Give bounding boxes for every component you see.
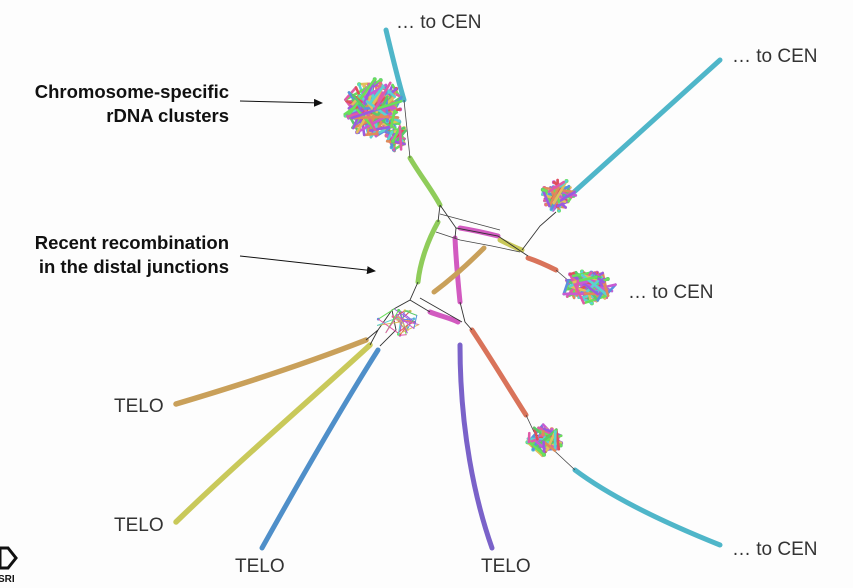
cluster-strand (377, 321, 402, 326)
sri-logo-mark (0, 546, 18, 570)
cluster-strand (362, 132, 379, 137)
label-cen-top-right: … to CEN (732, 46, 818, 67)
cluster-strand (557, 190, 577, 203)
cluster-strand (562, 279, 570, 296)
tail-telo-4 (457, 342, 495, 551)
graph-core-edges (365, 99, 576, 471)
label-cen-top: … to CEN (396, 12, 482, 33)
edge-salmon-right (525, 255, 559, 273)
cluster-strand (397, 324, 420, 335)
edge-green-left (415, 219, 441, 285)
sri-logo: SRI (0, 546, 18, 585)
cluster-right-upper (540, 178, 578, 213)
cluster-strand (556, 199, 570, 208)
cluster-strand (545, 430, 557, 452)
annotation-clusters-line2: rDNA clusters (106, 105, 229, 126)
cluster-strand (399, 310, 416, 323)
cluster-strand (555, 428, 561, 451)
cluster-junction (376, 308, 420, 337)
label-telo-4: TELO (481, 556, 531, 577)
cluster-strand (602, 280, 610, 298)
cluster-strand (398, 125, 403, 151)
edge-thin-net-2 (403, 99, 576, 471)
cluster-strand (548, 186, 560, 208)
cluster-strand (399, 322, 408, 334)
cluster-strand (351, 77, 377, 130)
label-cen-bottom-right: … to CEN (732, 539, 818, 560)
tail-telo-1 (173, 337, 369, 407)
sri-logo-text: SRI (0, 574, 15, 585)
graph-tails (173, 27, 723, 551)
tail-cen-bottom-right (572, 467, 723, 548)
edge-tan-short (431, 245, 487, 295)
cluster-strand (404, 310, 418, 316)
cluster-strand (575, 277, 598, 286)
cluster-strand (406, 322, 412, 331)
cluster-strand (397, 322, 401, 335)
cluster-strand (373, 99, 403, 111)
edge-magenta-lower (427, 309, 461, 325)
tail-telo-3 (259, 347, 381, 551)
cluster-strand (413, 314, 418, 329)
cluster-strand (397, 315, 415, 329)
label-cen-mid-right: … to CEN (628, 282, 714, 303)
annotation-clusters-line1: Chromosome-specific (35, 81, 229, 102)
cluster-strand (377, 318, 396, 326)
cluster-strand (527, 440, 546, 457)
cluster-strand (385, 314, 399, 334)
label-telo-3: TELO (235, 556, 285, 577)
cluster-strand (385, 130, 394, 143)
cluster-strand (575, 279, 580, 291)
cluster-top (343, 77, 403, 139)
cluster-strand (390, 129, 407, 149)
tail-cen-top-right (571, 57, 723, 195)
label-telo-2: TELO (114, 515, 164, 536)
cluster-strand (531, 428, 558, 451)
cluster-strand (547, 180, 566, 193)
cluster-strand (542, 440, 557, 453)
cluster-strand (576, 275, 598, 283)
cluster-right-mid (562, 269, 617, 306)
cluster-strand (571, 274, 600, 296)
edge-green-top (407, 155, 443, 208)
cluster-strand (377, 318, 399, 334)
annotation-recombination-line2: in the distal junctions (39, 256, 229, 277)
cluster-strand (397, 315, 409, 331)
annotation-recombination-line1: Recent recombination (35, 232, 229, 253)
cluster-top-tail (384, 125, 407, 153)
cluster-strand (373, 81, 392, 111)
label-telo-1: TELO (114, 396, 164, 417)
tail-salmon (469, 327, 529, 418)
cluster-strand (541, 188, 551, 208)
annotation-arrow-clusters (239, 98, 323, 107)
cluster-strand (351, 94, 367, 110)
cluster-strand (346, 77, 377, 118)
cluster-strand (350, 115, 390, 120)
annotation-arrow-recombination (239, 255, 376, 275)
tail-telo-2 (173, 342, 373, 525)
rdna-clusters (343, 77, 617, 458)
cluster-strand (377, 308, 395, 320)
cluster-bottom (525, 423, 564, 458)
tail-cen-top (383, 27, 407, 103)
edge-olive-right (497, 237, 525, 253)
cluster-strand (552, 179, 568, 205)
